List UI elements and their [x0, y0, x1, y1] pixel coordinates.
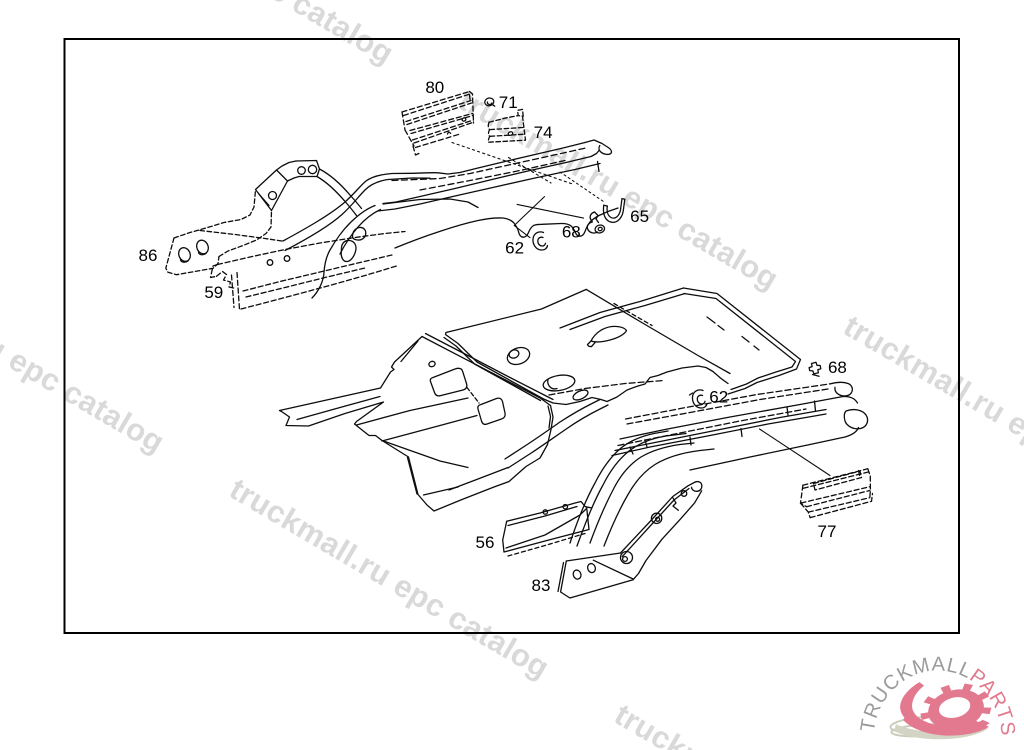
- svg-text:83: 83: [532, 576, 551, 595]
- svg-text:59: 59: [204, 283, 223, 302]
- svg-text:62: 62: [505, 239, 524, 258]
- svg-text:68: 68: [828, 358, 847, 377]
- svg-text:80: 80: [425, 78, 444, 97]
- svg-text:77: 77: [818, 522, 837, 541]
- svg-text:71: 71: [499, 93, 518, 112]
- svg-text:68: 68: [562, 223, 581, 242]
- svg-text:56: 56: [476, 533, 495, 552]
- svg-text:74: 74: [534, 123, 553, 142]
- svg-text:65: 65: [630, 207, 649, 226]
- svg-text:86: 86: [139, 246, 158, 265]
- svg-text:62: 62: [709, 388, 728, 407]
